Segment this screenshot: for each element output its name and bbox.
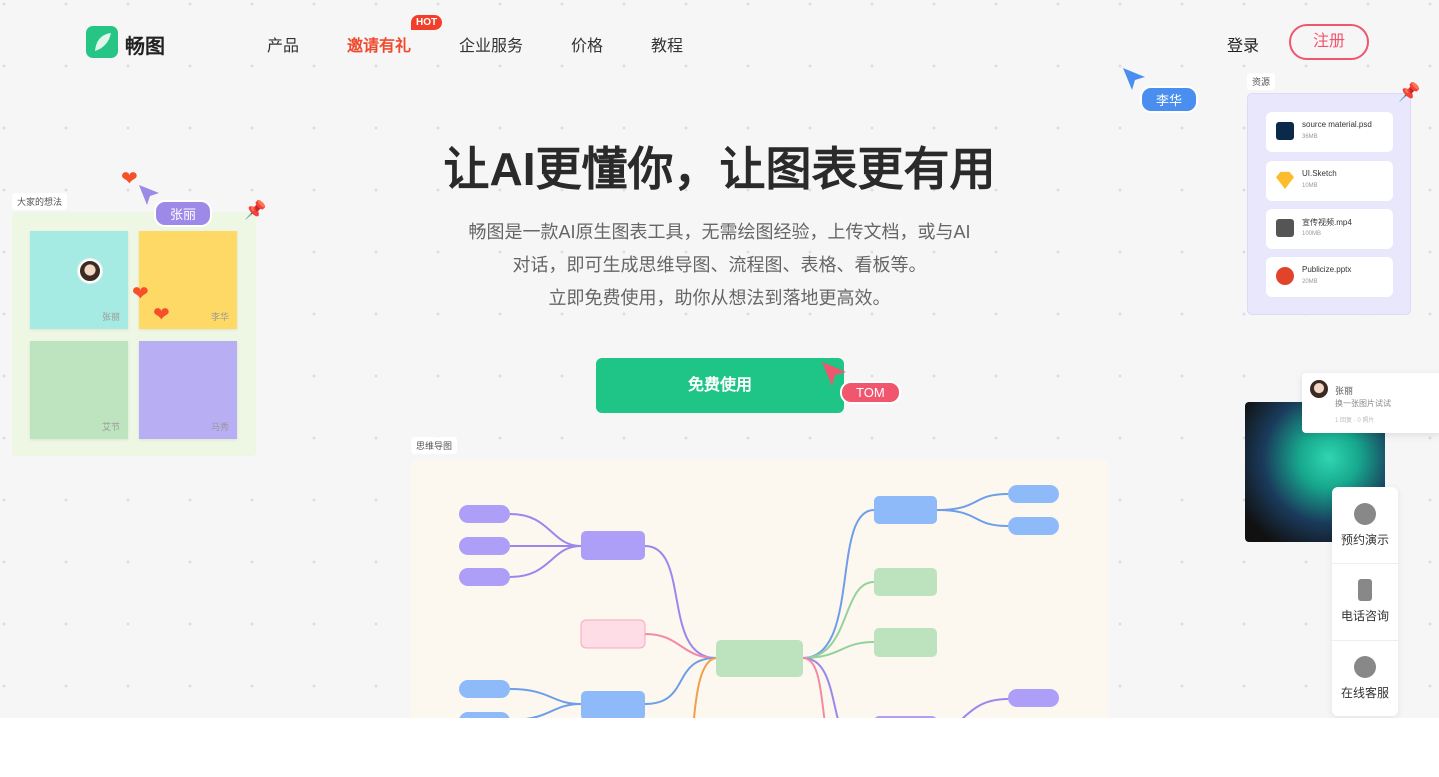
- cursor-icon: [822, 362, 846, 386]
- login-link[interactable]: 登录: [1227, 38, 1260, 55]
- hero-subtitle-3: 立即免费使用，助你从想法到落地更高效。: [548, 288, 891, 308]
- ideas-board-label: 大家的想法: [12, 193, 68, 210]
- heart-icon: ❤: [132, 283, 149, 305]
- avatar: [1310, 380, 1328, 398]
- person-icon: [1354, 503, 1376, 525]
- nav-tutorial[interactable]: 教程: [651, 38, 684, 55]
- contact-widget: 预约演示 电话咨询 在线客服: [1332, 487, 1398, 716]
- hero-title: 让AI更懂你，让图表更有用: [443, 143, 996, 195]
- video-icon: [1276, 219, 1294, 237]
- sketch-icon: [1276, 171, 1294, 189]
- heart-icon: ❤: [121, 168, 138, 190]
- register-button[interactable]: 注册: [1289, 24, 1369, 60]
- logo-icon[interactable]: [86, 26, 118, 58]
- comment-text: 换一张图片试试: [1335, 399, 1391, 408]
- hero-subtitle-1: 畅图是一款AI原生图表工具，无需绘图经验，上传文档，或与AI: [468, 222, 971, 242]
- pin-icon: 📌: [244, 200, 267, 220]
- online-service-button[interactable]: 在线客服: [1332, 640, 1398, 701]
- sticky-note[interactable]: 马秀: [139, 341, 237, 439]
- comment-card[interactable]: 张丽 换一张图片试试 1 回复 · 0 照片: [1302, 373, 1439, 433]
- cursor-label-tom: TOM: [840, 381, 901, 404]
- photoshop-icon: [1276, 122, 1294, 140]
- comment-user: 张丽: [1335, 386, 1354, 396]
- mindmap-label: 思维导图: [411, 437, 458, 454]
- free-use-button[interactable]: 免费使用: [596, 358, 844, 413]
- nav-pricing[interactable]: 价格: [571, 38, 604, 55]
- phone-consult-button[interactable]: 电话咨询: [1332, 563, 1398, 624]
- comment-meta: 1 回复 · 0 照片: [1335, 418, 1375, 424]
- nav-product[interactable]: 产品: [267, 38, 300, 55]
- hero-subtitle-2: 对话，即可生成思维导图、流程图、表格、看板等。: [512, 255, 927, 275]
- heart-icon: ❤: [153, 304, 170, 326]
- sticky-note[interactable]: 张丽: [30, 231, 128, 329]
- headset-icon: [1354, 656, 1376, 678]
- mindmap-diagram: [459, 485, 1059, 718]
- sticky-note[interactable]: 艾节: [30, 341, 128, 439]
- hot-badge: HOT: [411, 15, 443, 30]
- cursor-icon: [139, 185, 159, 205]
- phone-icon: [1358, 579, 1372, 601]
- brand-name[interactable]: 畅图: [125, 36, 165, 58]
- book-demo-button[interactable]: 预约演示: [1332, 503, 1398, 548]
- pin-icon: 📌: [1398, 82, 1421, 102]
- powerpoint-icon: [1276, 267, 1294, 285]
- hero-canvas: 畅图 产品 邀请有礼 企业服务 价格 教程 HOT 登录 注册 让AI更懂你，让…: [0, 0, 1439, 718]
- avatar: [78, 259, 102, 283]
- cursor-icon: [1123, 68, 1145, 90]
- mindmap-board: [411, 460, 1108, 718]
- cursor-label-zhangli: 张丽: [154, 200, 213, 227]
- sticky-note[interactable]: 李华: [139, 231, 237, 329]
- resources-label: 资源: [1247, 73, 1276, 90]
- cursor-label-lihua: 李华: [1140, 86, 1199, 113]
- nav-enterprise[interactable]: 企业服务: [459, 38, 524, 55]
- nav-invite[interactable]: 邀请有礼: [347, 38, 412, 55]
